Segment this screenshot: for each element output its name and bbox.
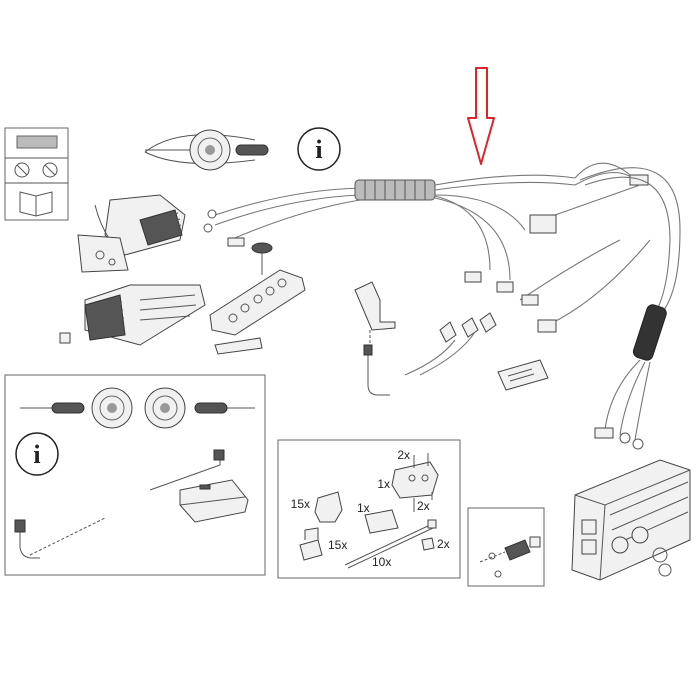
screw-part xyxy=(421,537,435,551)
qty-label: 1x xyxy=(357,501,370,515)
clip-part xyxy=(314,491,343,523)
qty-label: 15x xyxy=(291,497,310,511)
qty-label: 2x xyxy=(437,537,450,551)
info-letter-lower: i xyxy=(33,440,40,469)
actuator-unit xyxy=(571,459,691,581)
logo-strip xyxy=(16,135,58,149)
qty-label: 15x xyxy=(328,538,347,552)
remote-control xyxy=(209,242,306,355)
qty-label: 10x xyxy=(372,555,391,569)
harness-sleeve-dark xyxy=(632,304,667,361)
cable-clips xyxy=(404,312,497,376)
control-unit xyxy=(59,284,206,346)
left-lower-panel: i xyxy=(4,374,266,576)
red-arrow-indicator xyxy=(467,67,495,165)
qty-label: 2x xyxy=(417,499,430,513)
motor-housing xyxy=(94,194,186,256)
qty-label: 2x xyxy=(397,448,410,462)
mounting-kit-panel: 2x 1x 15x 1x 2x 15x 10x 2x xyxy=(277,439,461,579)
sensor-bracket xyxy=(354,281,396,396)
mounting-bracket xyxy=(77,234,129,273)
info-letter: i xyxy=(315,135,322,164)
connector-detail-panel xyxy=(467,507,545,587)
adhesive-label xyxy=(497,359,549,391)
bracket-part-top xyxy=(391,453,439,512)
no-symbol-icon xyxy=(14,162,58,178)
qty-label: 1x xyxy=(377,477,390,491)
pad-part xyxy=(364,509,399,534)
tie-holder-part xyxy=(299,527,323,561)
manual-book-icon xyxy=(19,191,53,217)
info-icon-lower: i xyxy=(15,432,59,476)
main-wiring-harness xyxy=(203,162,681,450)
cable-tie-part xyxy=(344,519,437,569)
top-sensor-detail xyxy=(144,129,269,171)
manual-card xyxy=(4,127,69,221)
info-icon: i xyxy=(297,127,341,171)
